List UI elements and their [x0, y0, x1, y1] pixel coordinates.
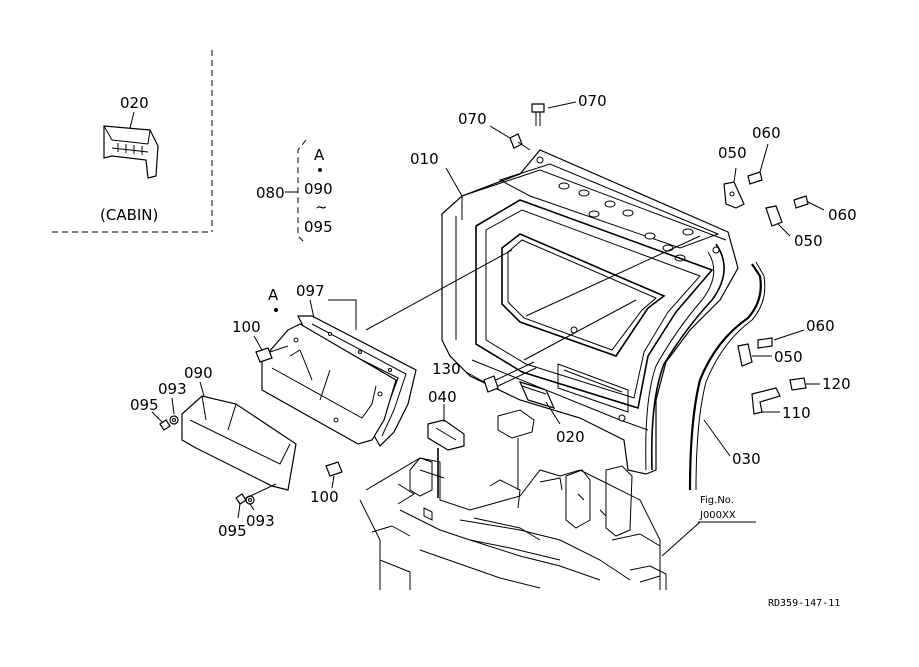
part-100-bolt-b — [325, 461, 343, 489]
cabin-note: (CABIN) — [100, 206, 158, 224]
part-070-bolt-top — [531, 101, 577, 126]
cabin-inset: 020 (CABIN) — [52, 50, 213, 233]
chassis-frame — [359, 409, 667, 590]
part-label-090-range: 090 — [304, 180, 333, 198]
part-label-010: 010 — [410, 150, 439, 168]
part-110-plate — [751, 387, 781, 415]
part-label-060-a: 060 — [752, 124, 781, 142]
ref-mark-a-mid: A — [268, 286, 279, 304]
part-label-130: 130 — [432, 360, 461, 378]
part-label-100-a: 100 — [232, 318, 261, 336]
part-label-110: 110 — [782, 404, 811, 422]
range-group-080: A 080 090 ~ 095 — [256, 139, 333, 245]
part-100-bolt-a — [255, 345, 289, 363]
part-050-bracket-c — [737, 343, 772, 367]
part-label-050-a: 050 — [718, 144, 747, 162]
figure-reference: Fig.No. J000XX — [661, 495, 756, 557]
part-label-095-b: 095 — [218, 522, 247, 540]
part-label-050-c: 050 — [774, 348, 803, 366]
part-093-washer-a — [169, 415, 179, 425]
part-090-lower-cover — [181, 395, 297, 491]
part-label-050-b: 050 — [794, 232, 823, 250]
part-label-020-pad: 020 — [556, 428, 585, 446]
range-tilde: ~ — [315, 198, 328, 216]
ref-dot — [318, 168, 322, 172]
part-label-060-c: 060 — [806, 317, 835, 335]
part-label-040: 040 — [428, 388, 457, 406]
range-bracket — [297, 139, 307, 245]
part-label-070-b: 070 — [458, 110, 487, 128]
part-090-back-cover — [261, 323, 397, 445]
part-label-020-cabin: 020 — [120, 94, 149, 112]
ref-mark-a-top: A — [314, 146, 325, 164]
part-060-bolt-b — [793, 195, 825, 211]
part-050-bracket-a — [723, 167, 745, 209]
part-060-bolt-a — [747, 143, 769, 185]
part-120-bolt — [789, 377, 820, 391]
part-040-bracket — [427, 404, 465, 451]
fig-no-label: Fig.No. — [700, 495, 734, 506]
part-label-060-b: 060 — [828, 206, 857, 224]
part-label-080: 080 — [256, 184, 285, 202]
fig-no-code: J000XX — [699, 510, 736, 521]
part-050-bracket-b — [765, 205, 791, 237]
part-label-030: 030 — [732, 450, 761, 468]
part-label-120: 120 — [822, 375, 851, 393]
part-030-rod — [688, 261, 766, 491]
part-label-095-range: 095 — [304, 218, 333, 236]
part-095-nut-b — [235, 493, 247, 505]
part-label-090: 090 — [184, 364, 213, 382]
part-label-093-a: 093 — [158, 380, 187, 398]
part-130-screw — [483, 361, 537, 393]
part-020-cabin-drawing — [103, 111, 159, 179]
part-095-nut-a — [159, 419, 171, 431]
ref-dot-mid — [274, 308, 278, 312]
part-060-bolt-c — [757, 329, 805, 349]
part-070-bolt-left — [489, 125, 531, 151]
part-label-095-a: 095 — [130, 396, 159, 414]
part-label-097: 097 — [296, 282, 325, 300]
part-label-100-b: 100 — [310, 488, 339, 506]
part-label-093-b: 093 — [246, 512, 275, 530]
part-010-rear-panel — [441, 149, 739, 475]
drawing-code: RD359-147-11 — [768, 598, 840, 609]
part-label-070-a: 070 — [578, 92, 607, 110]
part-020-pad — [518, 381, 561, 425]
